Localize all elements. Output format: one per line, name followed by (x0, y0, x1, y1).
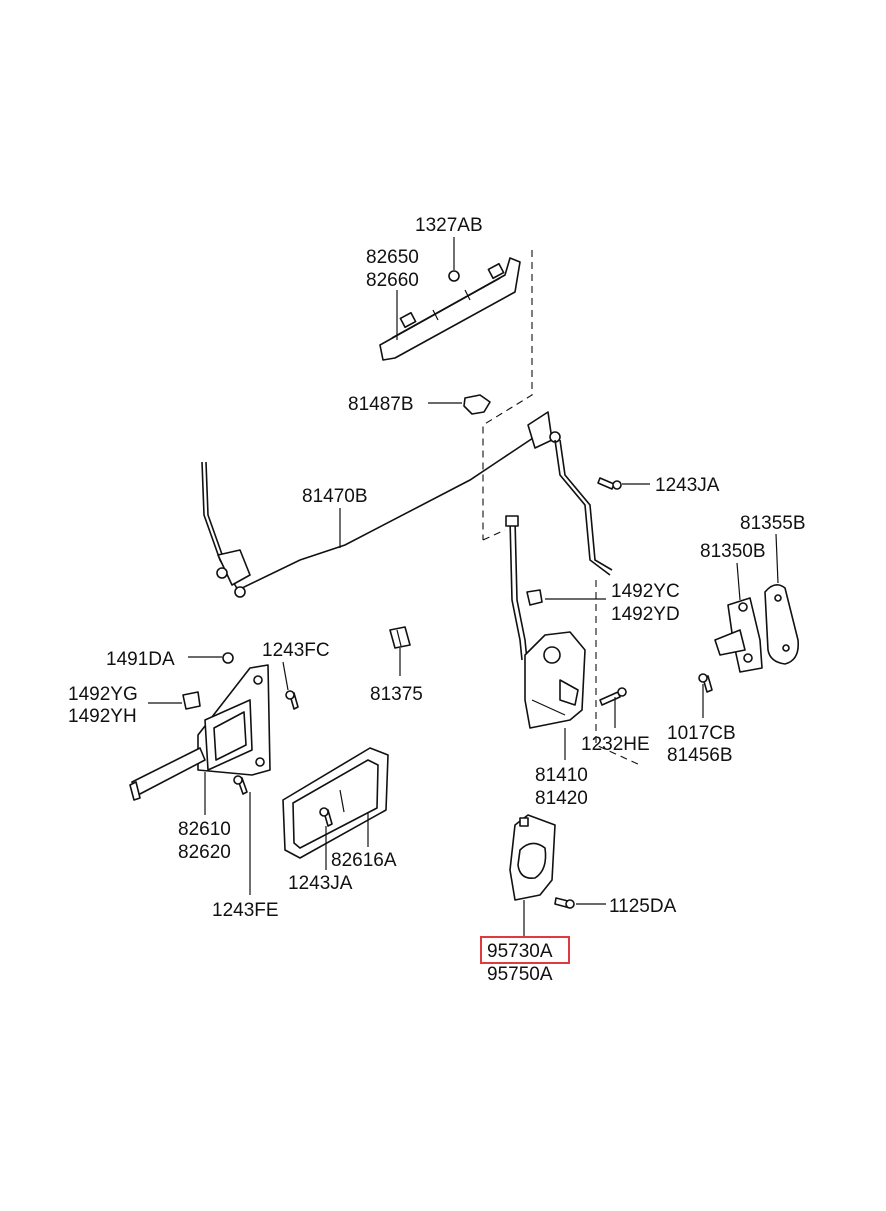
clip-1492yg[interactable] (182, 691, 201, 710)
label-95750a[interactable]: 95750A (487, 964, 553, 985)
highlight-box-95730a (480, 936, 570, 964)
label-81456b[interactable]: 81456B (667, 745, 733, 766)
door-latch-81410[interactable] (524, 631, 586, 729)
inside-handle-82610[interactable] (129, 664, 271, 801)
label-82620[interactable]: 82620 (178, 842, 231, 863)
label-1017cb[interactable]: 1017CB (667, 723, 736, 744)
grommet-1492yc[interactable] (526, 589, 543, 606)
label-1492yh[interactable]: 1492YH (68, 706, 137, 727)
screw-1232he[interactable] (599, 687, 627, 706)
actuator-module-95730a[interactable] (509, 814, 556, 901)
part-labels: 1327AB 82650 82660 81487B 81470B 1243JA … (68, 215, 806, 985)
handle-bezel-82616a[interactable] (282, 747, 389, 859)
screw-1243ja-top[interactable] (597, 477, 622, 490)
label-81375[interactable]: 81375 (370, 684, 423, 705)
label-1243fc[interactable]: 1243FC (262, 640, 330, 661)
label-1492yg[interactable]: 1492YG (68, 684, 138, 705)
nut-1327ab[interactable] (448, 270, 460, 282)
label-82660[interactable]: 82660 (366, 270, 419, 291)
label-1125da[interactable]: 1125DA (609, 896, 677, 917)
striker-81350b[interactable] (714, 597, 763, 673)
screw-1017cb[interactable] (698, 673, 713, 693)
label-1492yc[interactable]: 1492YC (611, 581, 680, 602)
screw-1243ja-bottom[interactable] (319, 807, 333, 827)
label-1243ja-top[interactable]: 1243JA (655, 475, 720, 496)
label-1232he[interactable]: 1232HE (581, 734, 650, 755)
clip-81375[interactable] (389, 626, 411, 649)
leader-lines (148, 237, 779, 936)
label-81420[interactable]: 81420 (535, 788, 588, 809)
label-81350b[interactable]: 81350B (700, 541, 766, 562)
label-1492yd[interactable]: 1492YD (611, 604, 680, 625)
clip-81487b[interactable] (463, 394, 491, 415)
label-1491da[interactable]: 1491DA (106, 649, 175, 670)
screw-1125da[interactable] (554, 897, 575, 909)
latch-rod[interactable] (505, 515, 528, 661)
label-95730a[interactable]: 95730A (487, 941, 553, 962)
label-82616a[interactable]: 82616A (331, 850, 397, 871)
upper-bracket-part[interactable] (379, 257, 521, 361)
label-82650[interactable]: 82650 (366, 247, 419, 268)
lock-rod-81470b[interactable] (201, 411, 613, 598)
label-1243ja-bottom[interactable]: 1243JA (288, 873, 353, 894)
bolt-1491da[interactable] (222, 652, 234, 664)
label-81487b[interactable]: 81487B (348, 394, 414, 415)
shim-81355b[interactable] (764, 584, 800, 665)
label-1243fe[interactable]: 1243FE (212, 900, 279, 921)
assembly-dashed-lines (482, 250, 641, 766)
label-81355b[interactable]: 81355B (740, 513, 806, 534)
screw-1243fe[interactable] (233, 775, 248, 795)
label-82610[interactable]: 82610 (178, 819, 231, 840)
label-81470b[interactable]: 81470B (302, 486, 368, 507)
screw-1243fc[interactable] (285, 690, 299, 710)
label-1327ab[interactable]: 1327AB (415, 215, 483, 236)
label-81410[interactable]: 81410 (535, 765, 588, 786)
